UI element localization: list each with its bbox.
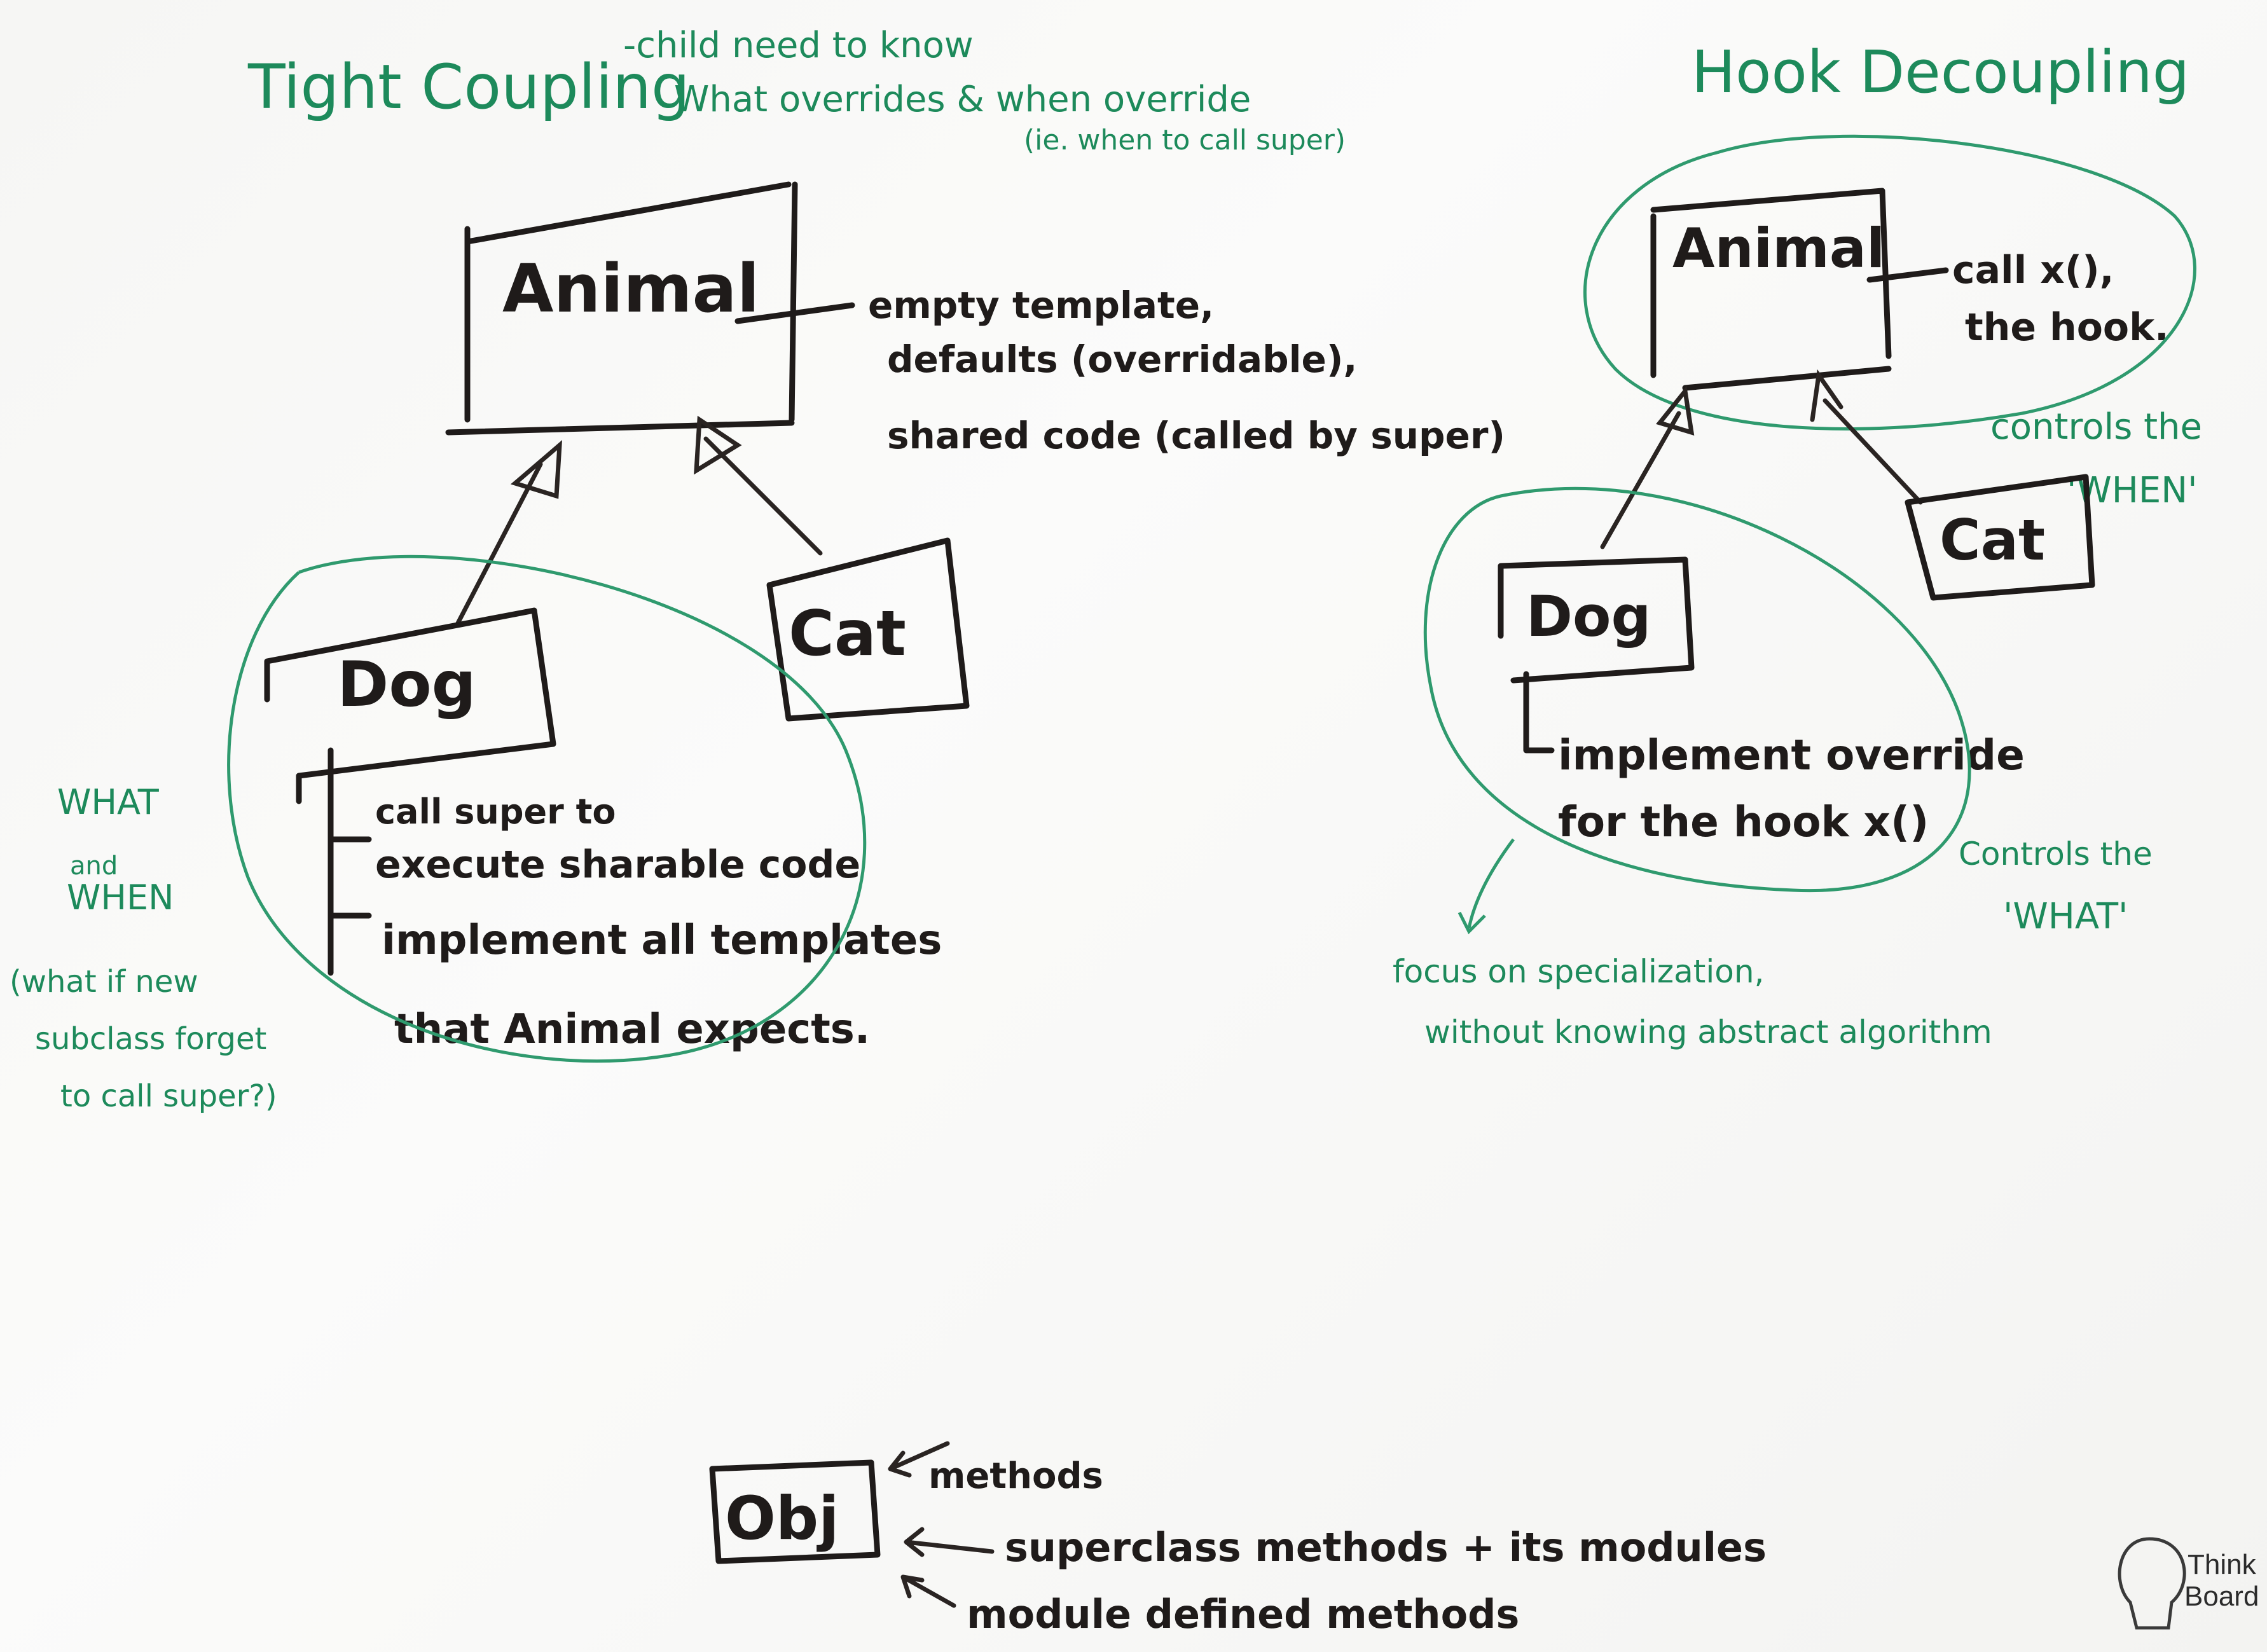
animal-label-left: Animal: [502, 250, 759, 327]
focus-note-2: without knowing abstract algorithm: [1424, 1014, 1992, 1050]
module-methods-label: module defined methods: [967, 1591, 1519, 1637]
side-note-4: (what if new: [10, 964, 198, 1000]
animal-box-right: Animal: [1650, 188, 1949, 391]
module-methods-arrow: [900, 1574, 956, 1608]
side-note-5: subclass forget: [35, 1021, 266, 1057]
animal-note-left-2: defaults (overridable),: [887, 338, 1357, 381]
dog-highlight-loop-left: [227, 554, 867, 1063]
dog-item-left-3: implement all templates: [382, 917, 942, 964]
methods-label: methods: [928, 1456, 1103, 1497]
logo-board: Board: [2184, 1581, 2259, 1612]
cat-box-left: Cat: [766, 537, 970, 722]
logo-think: Think: [2188, 1549, 2257, 1580]
side-note-2: and: [70, 851, 118, 881]
what-note-2: 'WHAT': [2003, 896, 2128, 937]
dog-highlight-loop-right: [1423, 486, 1971, 893]
dog-box-right: Dog: [1498, 556, 1695, 754]
inheritance-arrow-dog-left: [455, 439, 563, 626]
animal-highlight-loop-right: [1583, 134, 2196, 430]
tight-note-line-3: (ie. when to call super): [1024, 124, 1346, 156]
tight-note-line-1: -child need to know: [623, 25, 974, 66]
dog-item-left-4: that Animal expects.: [394, 1006, 870, 1053]
cat-box-right: Cat: [1905, 474, 2095, 601]
inheritance-arrow-dog-right: [1600, 385, 1695, 549]
methods-arrow: [888, 1441, 950, 1478]
animal-label-right: Animal: [1672, 217, 1885, 280]
dog-item-right-2: for the hook x(): [1558, 797, 1929, 846]
dog-item-left-1: call super to: [375, 792, 616, 832]
obj-box: Obj: [709, 1459, 881, 1564]
animal-note-left-1: empty template,: [868, 284, 1214, 327]
superclass-methods-arrow: [904, 1527, 995, 1557]
focus-note-1: focus on specialization,: [1393, 953, 1764, 990]
focus-pointer-arrow: [1457, 838, 1515, 935]
animal-box-left: Animal: [445, 181, 855, 436]
animal-note-left-3: shared code (called by super): [887, 414, 1505, 457]
hook-decoupling-title: Hook Decoupling: [1692, 38, 2189, 106]
side-note-1: WHAT: [57, 782, 160, 822]
tight-note-line-2: What overrides & when override: [674, 79, 1251, 120]
dog-label-right: Dog: [1526, 584, 1651, 649]
inheritance-arrow-cat-right: [1810, 369, 1923, 505]
side-note-3: WHEN: [67, 878, 174, 918]
dog-items-bracket-left: [327, 747, 372, 976]
what-note-1: Controls the: [1959, 836, 2153, 872]
when-note-1: controls the: [1990, 406, 2202, 448]
dog-label-left: Dog: [337, 649, 476, 721]
animal-note-right-1: call x(),: [1952, 248, 2114, 293]
dog-item-left-2: execute sharable code: [375, 843, 860, 887]
dog-item-right-1: implement override: [1558, 731, 2025, 780]
inheritance-arrow-cat-left: [694, 415, 823, 556]
thinkboard-logo: Think Board: [2118, 1537, 2259, 1630]
cat-label-right: Cat: [1940, 507, 2045, 573]
cat-label-left: Cat: [789, 598, 906, 670]
obj-label: Obj: [725, 1484, 839, 1553]
superclass-methods-label: superclass methods + its modules: [1005, 1524, 1767, 1571]
side-note-6: to call super?): [60, 1078, 277, 1114]
dog-box-left: Dog: [264, 607, 556, 804]
tight-coupling-title: Tight Coupling: [247, 52, 690, 123]
lightbulb-icon: [2118, 1537, 2186, 1630]
animal-note-right-2: the hook.: [1965, 305, 2169, 350]
